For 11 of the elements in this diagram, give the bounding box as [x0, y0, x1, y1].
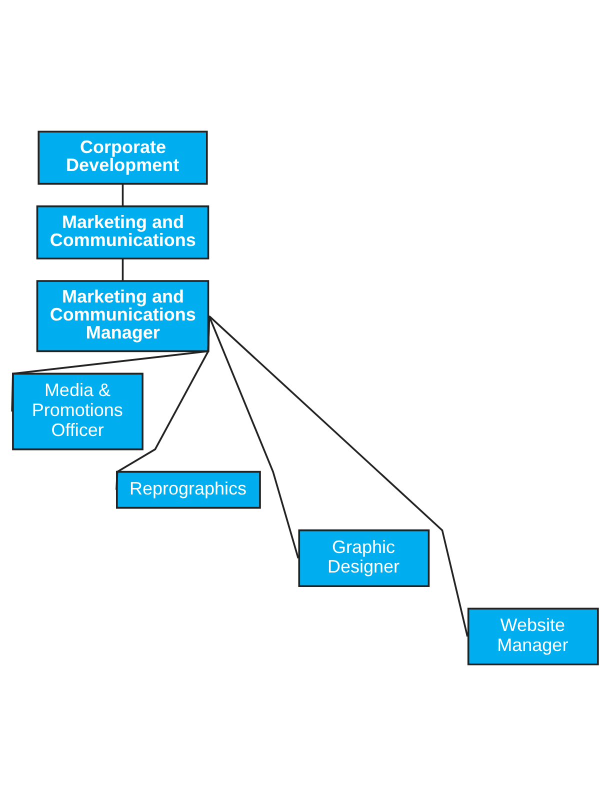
node-box: Marketing and Communications — [36, 205, 210, 260]
node-box: Corporate Development — [38, 130, 208, 185]
connector — [208, 315, 468, 637]
connector — [122, 258, 124, 281]
node-box: Media & Promotions Officer — [12, 372, 144, 450]
node-box: Marketing and Communications Manager — [36, 280, 210, 352]
connector — [208, 316, 300, 558]
node-box: Graphic Designer — [298, 529, 430, 587]
node-box: Reprographics — [116, 470, 261, 509]
node-box: Website Manager — [467, 608, 599, 666]
connector — [122, 184, 124, 206]
